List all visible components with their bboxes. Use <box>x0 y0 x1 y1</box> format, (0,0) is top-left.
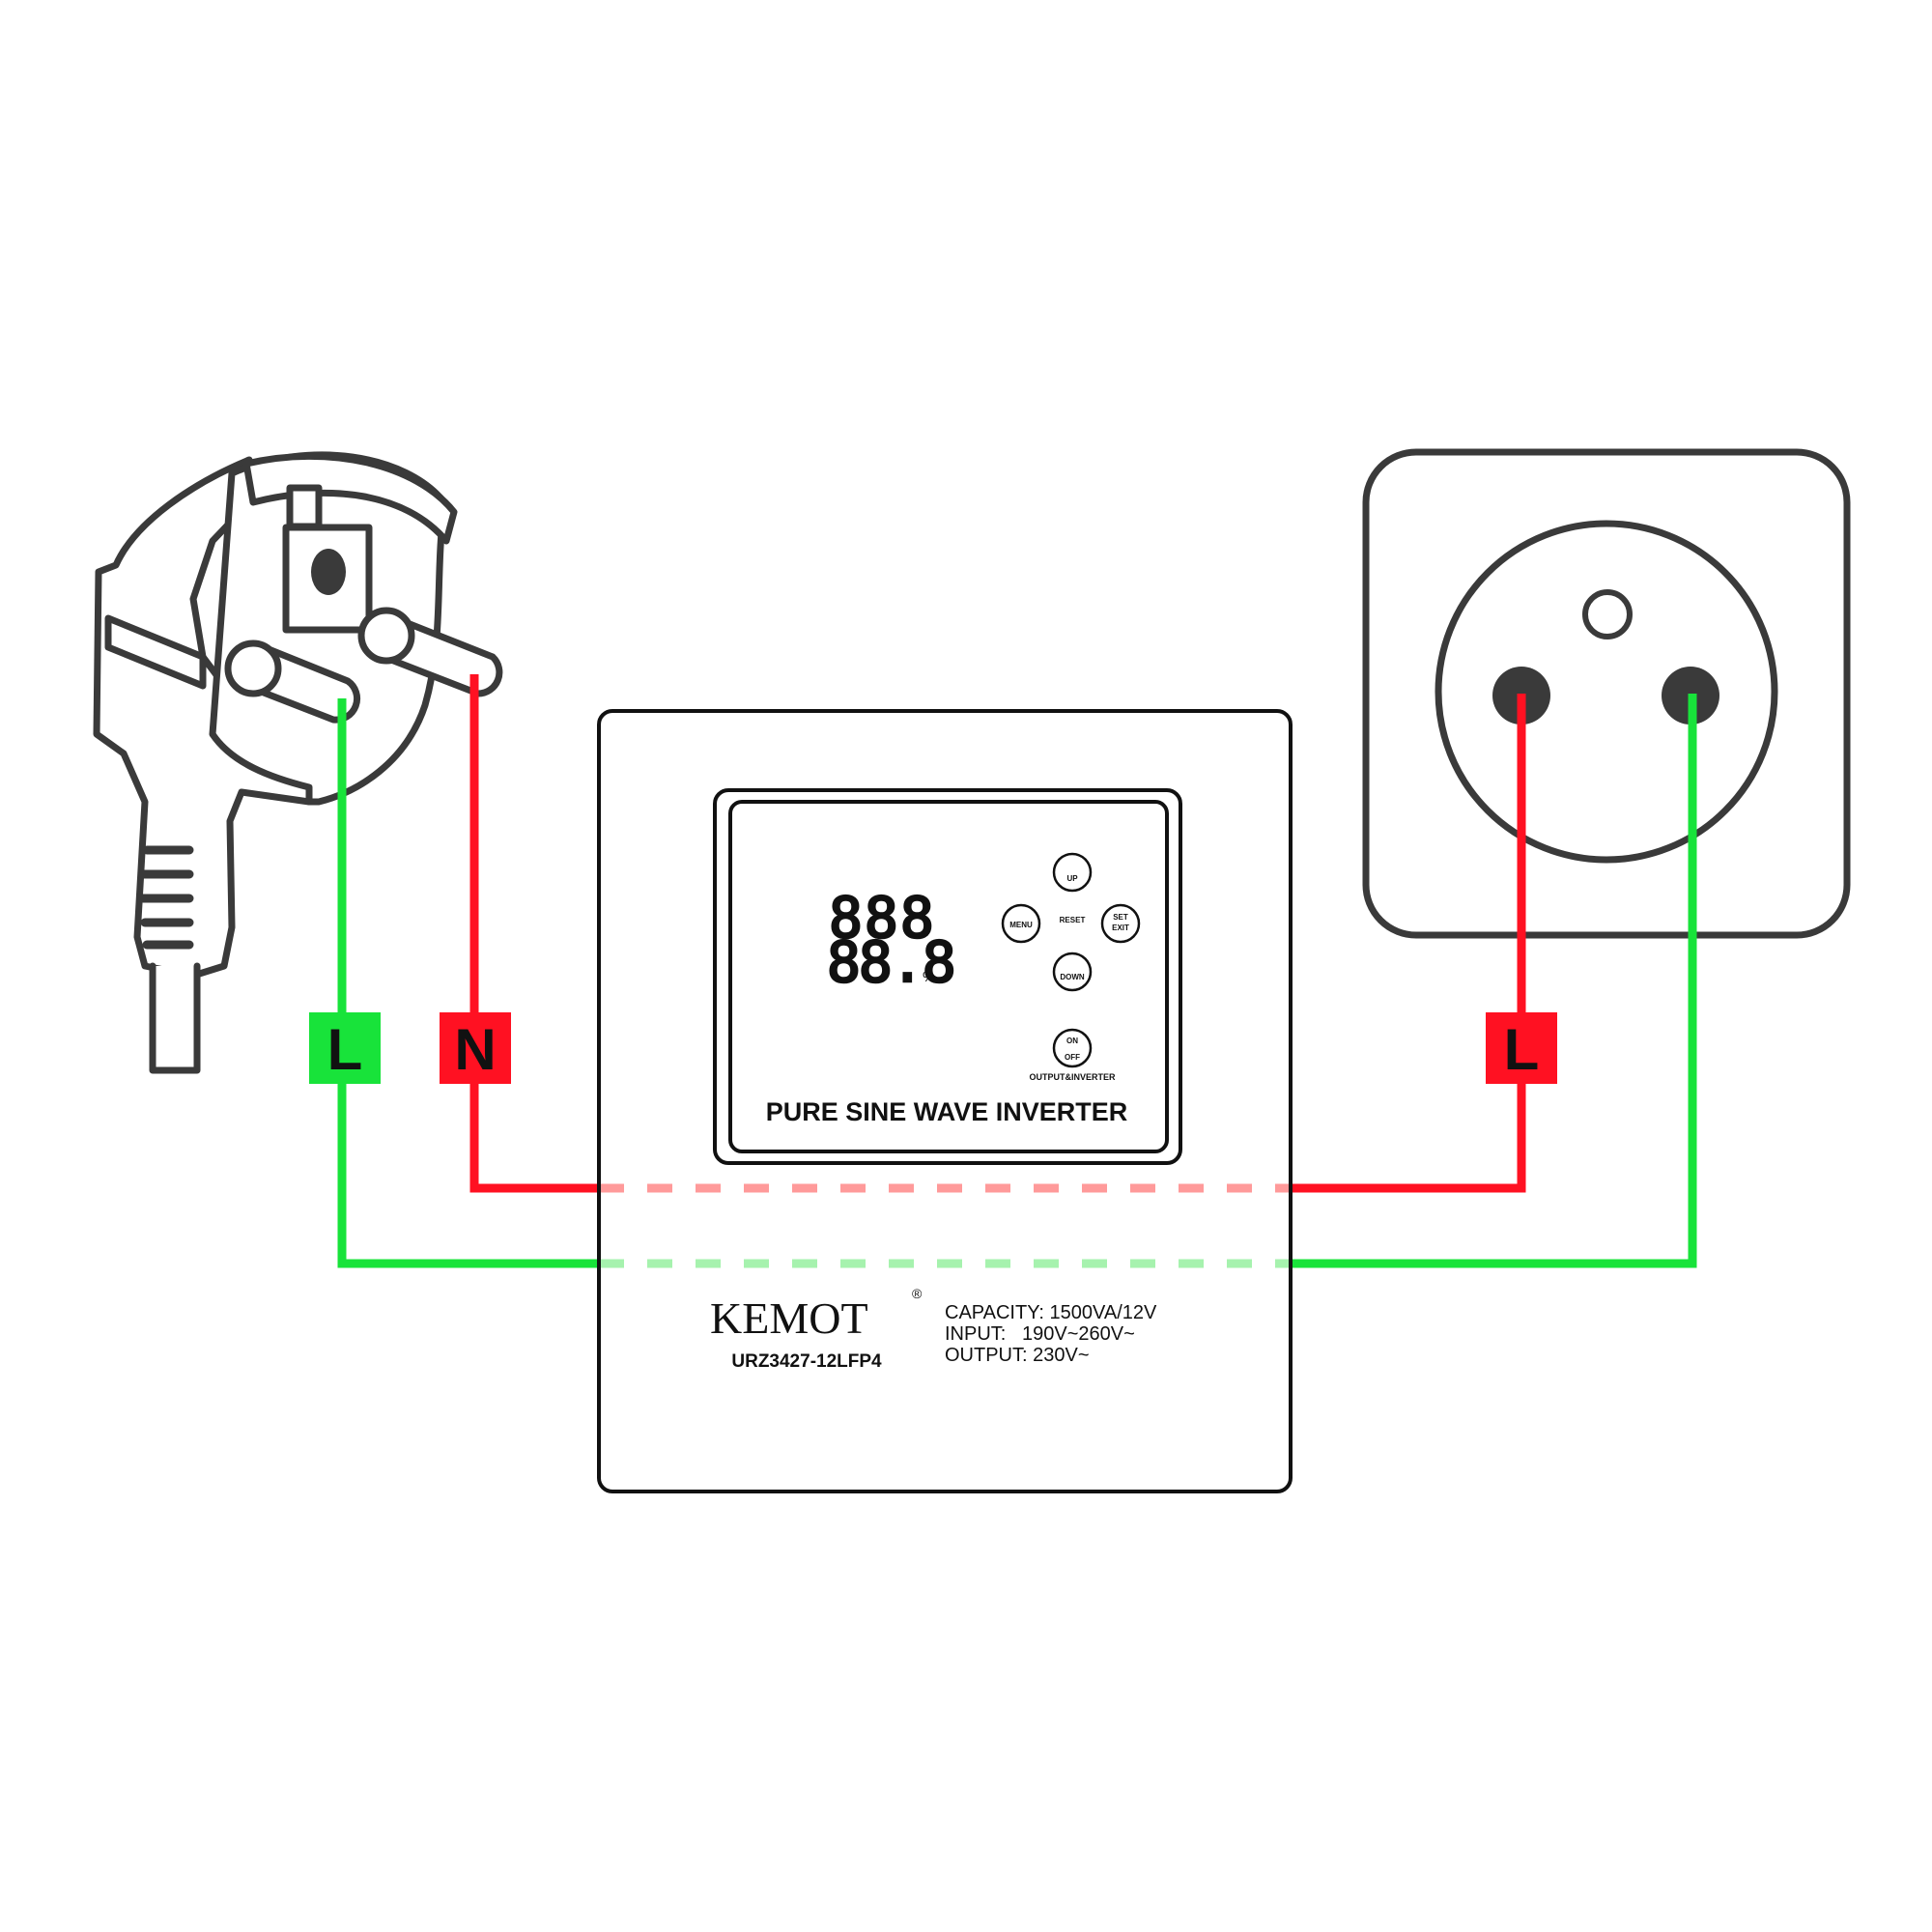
plug-neutral-letter: N <box>454 1017 496 1082</box>
set-exit-button[interactable]: SET EXIT <box>1100 903 1141 944</box>
on-label: ON <box>1066 1037 1078 1045</box>
registered-mark: ® <box>912 1286 923 1301</box>
spec-capacity: CAPACITY: 1500VA/12V <box>945 1302 1157 1323</box>
exit-label: EXIT <box>1112 923 1129 932</box>
model-number: URZ3427-12LFP4 <box>731 1351 882 1372</box>
menu-button[interactable]: MENU <box>1001 903 1041 944</box>
set-label: SET <box>1113 913 1128 922</box>
off-label: OFF <box>1065 1053 1080 1062</box>
up-button[interactable]: UP <box>1052 852 1093 893</box>
lcd-row2: 88.8 <box>827 929 954 995</box>
inverter-unit: 888 v 88.8 % UP MENU RESET SET EXIT DOWN… <box>597 709 1293 1493</box>
reset-label: RESET <box>1060 916 1086 924</box>
neutral-wire-socket <box>1291 694 1526 1193</box>
menu-button-label: MENU <box>1009 921 1033 929</box>
spec-input: INPUT: 190V~260V~ <box>945 1323 1135 1345</box>
ground-hole-icon <box>311 549 346 595</box>
spec-output: OUTPUT: 230V~ <box>945 1345 1090 1366</box>
socket-icon <box>1362 448 1851 939</box>
lcd-row1: 888 <box>829 885 936 951</box>
wires <box>337 674 1697 1268</box>
lcd-row1-unit: v <box>923 923 930 939</box>
brand-logo: KEMOT <box>710 1293 868 1343</box>
panel-title: PURE SINE WAVE INVERTER <box>766 1097 1128 1126</box>
down-button-label: DOWN <box>1060 973 1085 981</box>
live-wire-plug <box>337 698 599 1268</box>
up-button-label: UP <box>1066 874 1078 883</box>
plug-live-letter: L <box>327 1017 363 1082</box>
schuko-plug-icon <box>93 451 503 1074</box>
on-off-button[interactable]: ON OFF <box>1052 1028 1093 1068</box>
live-wire-socket <box>1291 694 1697 1268</box>
plug-neutral-label: N <box>440 1012 511 1084</box>
socket-live-label: L <box>1486 1012 1557 1084</box>
socket-live-letter: L <box>1504 1017 1540 1082</box>
neutral-wire-plug <box>469 674 599 1193</box>
plug-live-label: L <box>309 1012 381 1084</box>
output-inverter-caption: OUTPUT&INVERTER <box>1029 1072 1116 1082</box>
down-button[interactable]: DOWN <box>1052 952 1093 992</box>
lcd-row2-unit: % <box>923 969 935 985</box>
